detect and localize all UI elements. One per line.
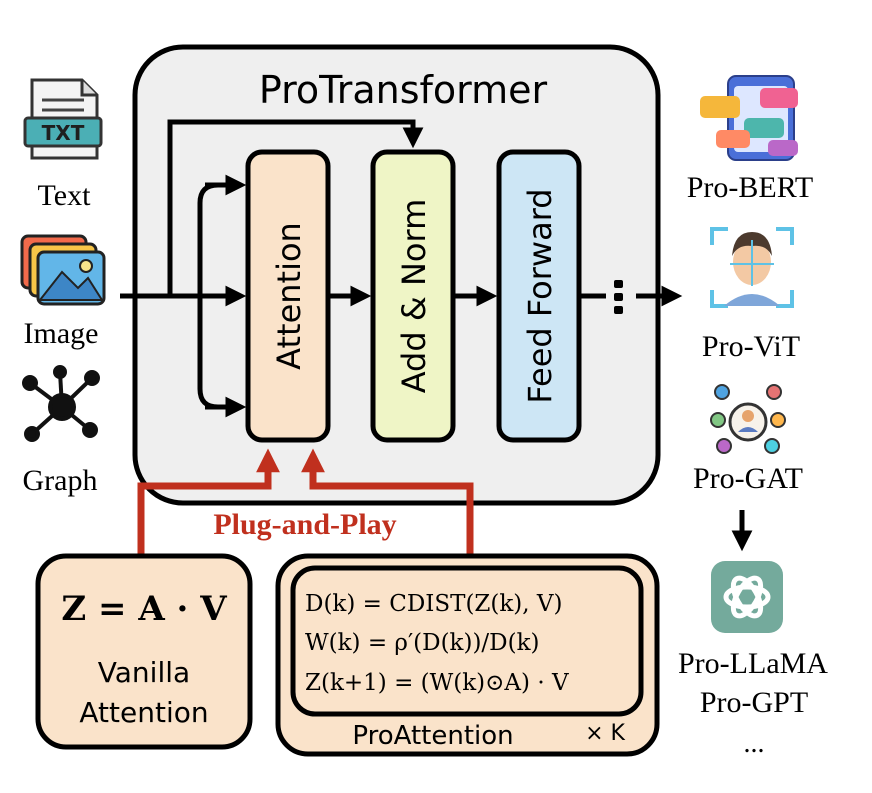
vanilla-label-line2: Attention — [79, 696, 208, 729]
proattention-eq3: Z(k+1) = (W(k)⊙A) · V — [305, 670, 569, 696]
protransformer-title: ProTransformer — [259, 68, 548, 112]
input-label-graph: Graph — [23, 464, 98, 497]
graph-network-icon — [22, 365, 100, 442]
flow-arrows — [120, 119, 753, 552]
proattention-eq2: W(k) = ρ′(D(k))/D(k) — [305, 630, 540, 656]
proattention-label: ProAttention — [352, 721, 513, 751]
plug-and-play-arrows — [137, 448, 474, 555]
chat-phone-icon — [700, 75, 798, 161]
output-label-pro-gpt: Pro-GPT — [700, 686, 808, 719]
proattention-eq1: D(k) = CDIST(Z(k), V) — [305, 591, 562, 617]
input-label-text: Text — [38, 179, 92, 212]
vanilla-formula: Z = A · V — [61, 589, 227, 629]
output-label-pro-gat: Pro-GAT — [693, 462, 803, 495]
input-label-image: Image — [24, 317, 99, 350]
vanilla-attention-box — [35, 553, 253, 750]
repeat-k-label: × K — [585, 721, 625, 746]
ellipsis-dots — [614, 280, 623, 314]
txt-file-icon: TXT — [23, 78, 103, 160]
openai-logo-icon — [711, 561, 783, 633]
face-scan-icon — [710, 227, 794, 308]
proattention-inner-box — [290, 565, 644, 717]
output-label-pro-llama: Pro-LLaMA — [678, 647, 828, 680]
image-gallery-icon — [20, 234, 106, 306]
add-norm-label: Add & Norm — [395, 199, 433, 394]
people-network-icon — [710, 384, 786, 454]
output-label-more: ... — [744, 728, 765, 759]
vanilla-label-line1: Vanilla — [98, 656, 190, 689]
output-label-pro-vit: Pro-ViT — [702, 330, 800, 363]
txt-icon-text: TXT — [42, 121, 85, 145]
output-label-pro-bert: Pro-BERT — [687, 171, 814, 204]
feed-forward-label: Feed Forward — [521, 188, 559, 403]
attention-label: Attention — [270, 222, 308, 370]
plug-and-play-label: Plug-and-Play — [213, 508, 396, 541]
